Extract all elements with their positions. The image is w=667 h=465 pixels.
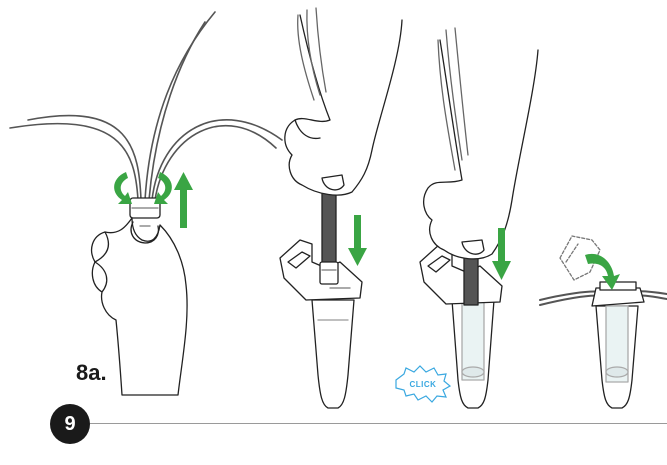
tubes-fanned [10,12,282,200]
panel-1-twist-connector [10,12,282,395]
down-arrow-2 [348,215,367,266]
holder-bracket [592,288,644,306]
holder-tube [312,300,354,408]
panel-3-click-in [420,28,538,408]
up-arrow [174,172,193,228]
step-divider-line [90,423,667,424]
panel-2-insert-tube [280,8,402,408]
click-label: CLICK [410,380,437,389]
substep-label: 8a. [76,360,107,386]
hand-gripping-tube [285,15,402,195]
step-number-badge: 9 [50,404,90,444]
